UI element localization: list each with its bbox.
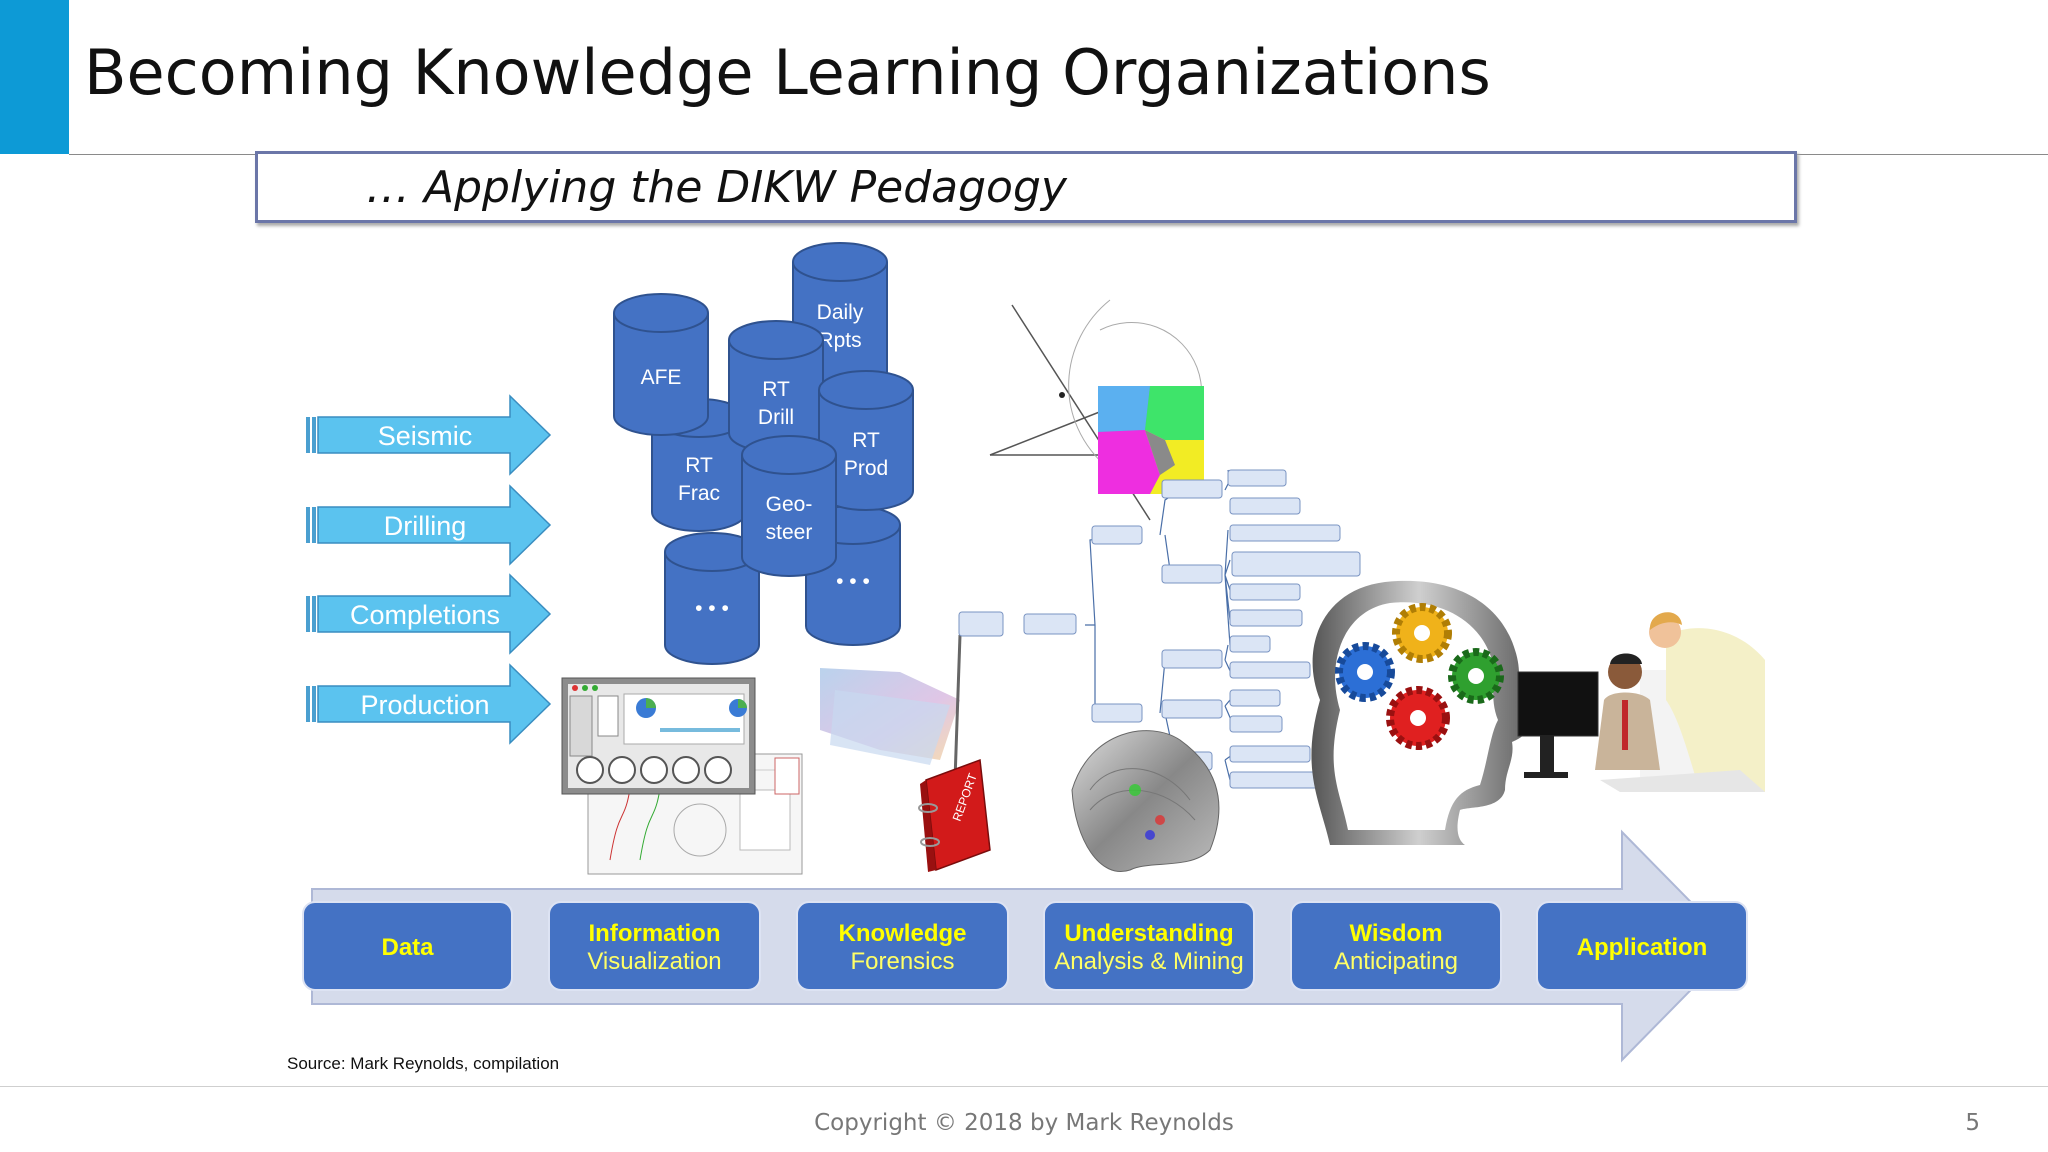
- svg-text:Geo-: Geo-: [766, 493, 813, 516]
- subtitle-box: … Applying the DIKW Pedagogy: [255, 151, 1797, 223]
- input-label: Completions: [350, 600, 500, 630]
- stage-subtitle: Forensics: [850, 948, 954, 975]
- svg-text:• • •: • • •: [836, 570, 870, 593]
- stage-data: Data: [302, 901, 513, 991]
- stage-title: Data: [381, 934, 434, 961]
- people-at-computer-image: [1517, 612, 1765, 792]
- input-arrow-seismic: Seismic: [306, 394, 552, 476]
- input-label: Seismic: [378, 421, 473, 451]
- svg-text:AFE: AFE: [641, 366, 682, 389]
- stage-title: Application: [1577, 934, 1708, 961]
- database-cylinder-ellipsis-left: • • •: [664, 532, 760, 665]
- database-cylinder-geo-steer: Geo- steer: [741, 435, 837, 577]
- input-arrow-drilling: Drilling: [306, 484, 552, 566]
- svg-text:RT: RT: [762, 378, 790, 401]
- stage-title: Understanding: [1064, 920, 1233, 947]
- copyright-footer: Copyright © 2018 by Mark Reynolds: [814, 1110, 1234, 1136]
- input-label: Production: [360, 690, 489, 720]
- database-cylinder-afe: AFE: [613, 293, 709, 436]
- svg-text:Drill: Drill: [758, 406, 794, 429]
- stage-subtitle: Anticipating: [1334, 948, 1458, 975]
- stage-subtitle: Visualization: [587, 948, 721, 975]
- svg-text:Rpts: Rpts: [818, 329, 861, 352]
- source-note: Source: Mark Reynolds, compilation: [287, 1054, 560, 1073]
- report-book-image: REPORT: [820, 634, 991, 872]
- stage-wisdom: Wisdom Anticipating: [1290, 901, 1502, 991]
- title-accent-bar: [0, 0, 69, 154]
- page-number: 5: [1965, 1110, 1980, 1136]
- stage-title: Wisdom: [1349, 920, 1442, 947]
- gear-icon: [1386, 686, 1450, 750]
- timeline-arrow: [311, 829, 1736, 1063]
- slide-subtitle: … Applying the DIKW Pedagogy: [366, 162, 1067, 213]
- stage-subtitle: Analysis & Mining: [1054, 948, 1243, 975]
- svg-text:• • •: • • •: [695, 597, 729, 620]
- input-arrow-completions: Completions: [306, 573, 552, 655]
- gear-icon: [1392, 603, 1452, 663]
- dashboard-screenshot-image: [561, 677, 803, 875]
- stage-title: Knowledge: [838, 920, 966, 947]
- stage-title: Information: [589, 920, 721, 947]
- slide-title: Becoming Knowledge Learning Organization…: [84, 36, 1491, 109]
- database-cylinder-rt-prod: RT Prod: [818, 370, 914, 511]
- stage-application: Application: [1536, 901, 1748, 991]
- svg-text:Daily: Daily: [817, 301, 864, 324]
- footer-divider: [0, 1086, 2048, 1087]
- database-cylinder-rt-drill: RT Drill: [728, 320, 824, 453]
- surface-plot-image: [1071, 730, 1220, 872]
- head-gears-image: [1311, 580, 1527, 845]
- svg-text:Frac: Frac: [678, 482, 720, 505]
- svg-text:RT: RT: [852, 429, 880, 452]
- svg-text:RT: RT: [685, 454, 713, 477]
- input-arrow-production: Production: [306, 663, 552, 745]
- gear-icon: [1448, 648, 1504, 704]
- input-label: Drilling: [384, 511, 467, 541]
- stage-understanding: Understanding Analysis & Mining: [1043, 901, 1255, 991]
- svg-text:steer: steer: [766, 521, 813, 544]
- gear-icon: [1335, 642, 1395, 702]
- geometry-sketch-image: [989, 299, 1204, 521]
- svg-text:Prod: Prod: [844, 457, 888, 480]
- stage-information: Information Visualization: [548, 901, 761, 991]
- stage-knowledge: Knowledge Forensics: [796, 901, 1009, 991]
